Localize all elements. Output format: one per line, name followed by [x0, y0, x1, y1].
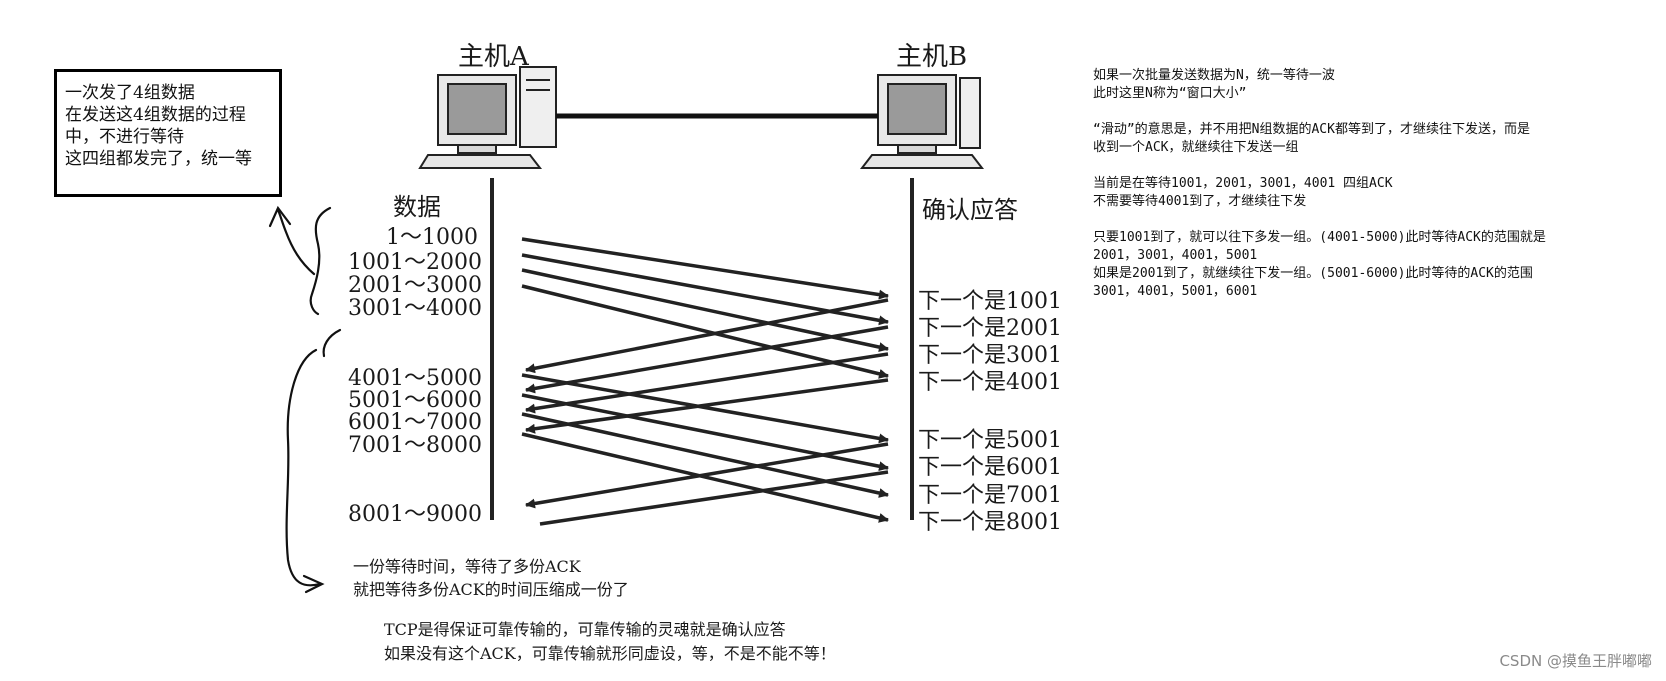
data-arrow-4 [521, 284, 889, 379]
data-arrow-3 [521, 268, 889, 352]
ack-arrow-5 [525, 442, 889, 509]
ack-5: 下一个是5001 [918, 428, 1062, 453]
ack-3: 下一个是3001 [918, 343, 1062, 368]
data-column-header: 数据 [393, 193, 441, 221]
reliability-note-line: 如果没有这个ACK，可靠传输就形同虚设，等，不是不能不等！ [384, 644, 836, 663]
explain-line: 2001，3001，4001，5001 [1093, 248, 1258, 263]
explain-line: 不需要等待4001到了，才继续往下发 [1093, 194, 1307, 209]
explain-line: 当前是在等待1001，2001，3001，4001 四组ACK [1093, 176, 1393, 191]
arrow-head-down [302, 574, 325, 594]
bracket-first-group [309, 206, 332, 316]
annotation-box: 一次发了4组数据 在发送这4组数据的过程 中，不进行等待 这四组都发完了，统一等 [54, 69, 282, 197]
brace-long [285, 348, 322, 587]
ack-arrows [525, 298, 889, 526]
ack-2: 下一个是2001 [918, 316, 1062, 341]
ack-arrow-4 [525, 378, 889, 434]
annotation-line-4: 这四组都发完了，统一等 [65, 149, 252, 169]
explanation-text: 如果一次批量发送数据为N，统一等待一波 此时这里N称为“窗口大小” “滑动”的意… [1093, 67, 1653, 301]
ack-arrow-3 [525, 352, 889, 414]
ack-6: 下一个是6001 [918, 455, 1062, 480]
range-2: 1001～2000 [348, 250, 482, 275]
range-7: 6001～7000 [348, 410, 482, 435]
ack-7: 下一个是7001 [918, 483, 1062, 508]
explain-line: 如果是2001到了，就继续往下发一组。(5001-6000)此时等待的ACK的范… [1093, 266, 1533, 281]
explain-line: 3001，4001，5001，6001 [1093, 284, 1258, 299]
ack-8: 下一个是8001 [918, 510, 1062, 535]
range-5: 4001～5000 [348, 366, 482, 391]
data-arrow-5 [521, 373, 889, 444]
host-a-label: 主机A [458, 42, 529, 72]
range-3: 2001～3000 [348, 273, 482, 298]
range-1: 1～1000 [386, 225, 478, 250]
range-9: 8001～9000 [348, 502, 482, 527]
arrow-head-up [268, 205, 292, 228]
explain-line: “滑动”的意思是，并不用把N组数据的ACK都等到了，才继续往下发送，而是 [1093, 122, 1530, 137]
bracket-second-group [322, 328, 342, 358]
explain-line: 如果一次批量发送数据为N，统一等待一波 [1093, 68, 1335, 83]
ack-arrow-6 [539, 470, 889, 526]
ack-arrow-1 [525, 298, 889, 374]
wait-note-line: 一份等待时间，等待了多份ACK [353, 557, 581, 576]
ack-4: 下一个是4001 [918, 370, 1062, 395]
computer-a-icon [418, 66, 557, 169]
curve-arrow-up [276, 208, 316, 276]
handwritten-marks [268, 205, 342, 594]
explain-line: 此时这里N称为“窗口大小” [1093, 86, 1247, 101]
range-8: 7001～8000 [348, 433, 482, 458]
annotation-line-1: 一次发了4组数据 [65, 83, 195, 103]
reliability-note-line: TCP是得保证可靠传输的，可靠传输的灵魂就是确认应答 [384, 620, 786, 639]
annotation-line-2: 在发送这4组数据的过程 [65, 105, 246, 125]
wait-notes: 一份等待时间，等待了多份ACK 就把等待多份ACK的时间压缩成一份了 [353, 555, 629, 601]
data-arrow-8 [521, 432, 889, 523]
data-arrow-1 [521, 237, 889, 300]
ack-1: 下一个是1001 [918, 289, 1062, 314]
host-b-label: 主机B [896, 42, 968, 72]
ack-arrow-2 [525, 325, 889, 394]
watermark: CSDN @摸鱼王胖嘟嘟 [1499, 652, 1652, 670]
computer-b-icon [859, 74, 985, 169]
explain-line: 收到一个ACK，就继续往下发送一组 [1093, 140, 1299, 155]
range-4: 3001～4000 [348, 296, 482, 321]
wait-note-line: 就把等待多份ACK的时间压缩成一份了 [353, 580, 629, 599]
reliability-notes: TCP是得保证可靠传输的，可靠传输的灵魂就是确认应答 如果没有这个ACK，可靠传… [384, 618, 836, 666]
annotation-line-3: 中，不进行等待 [65, 127, 184, 147]
explain-line: 只要1001到了，就可以往下多发一组。(4001-5000)此时等待ACK的范围… [1093, 230, 1546, 245]
range-6: 5001～6000 [348, 388, 482, 413]
ack-column-header: 确认应答 [922, 196, 1018, 224]
